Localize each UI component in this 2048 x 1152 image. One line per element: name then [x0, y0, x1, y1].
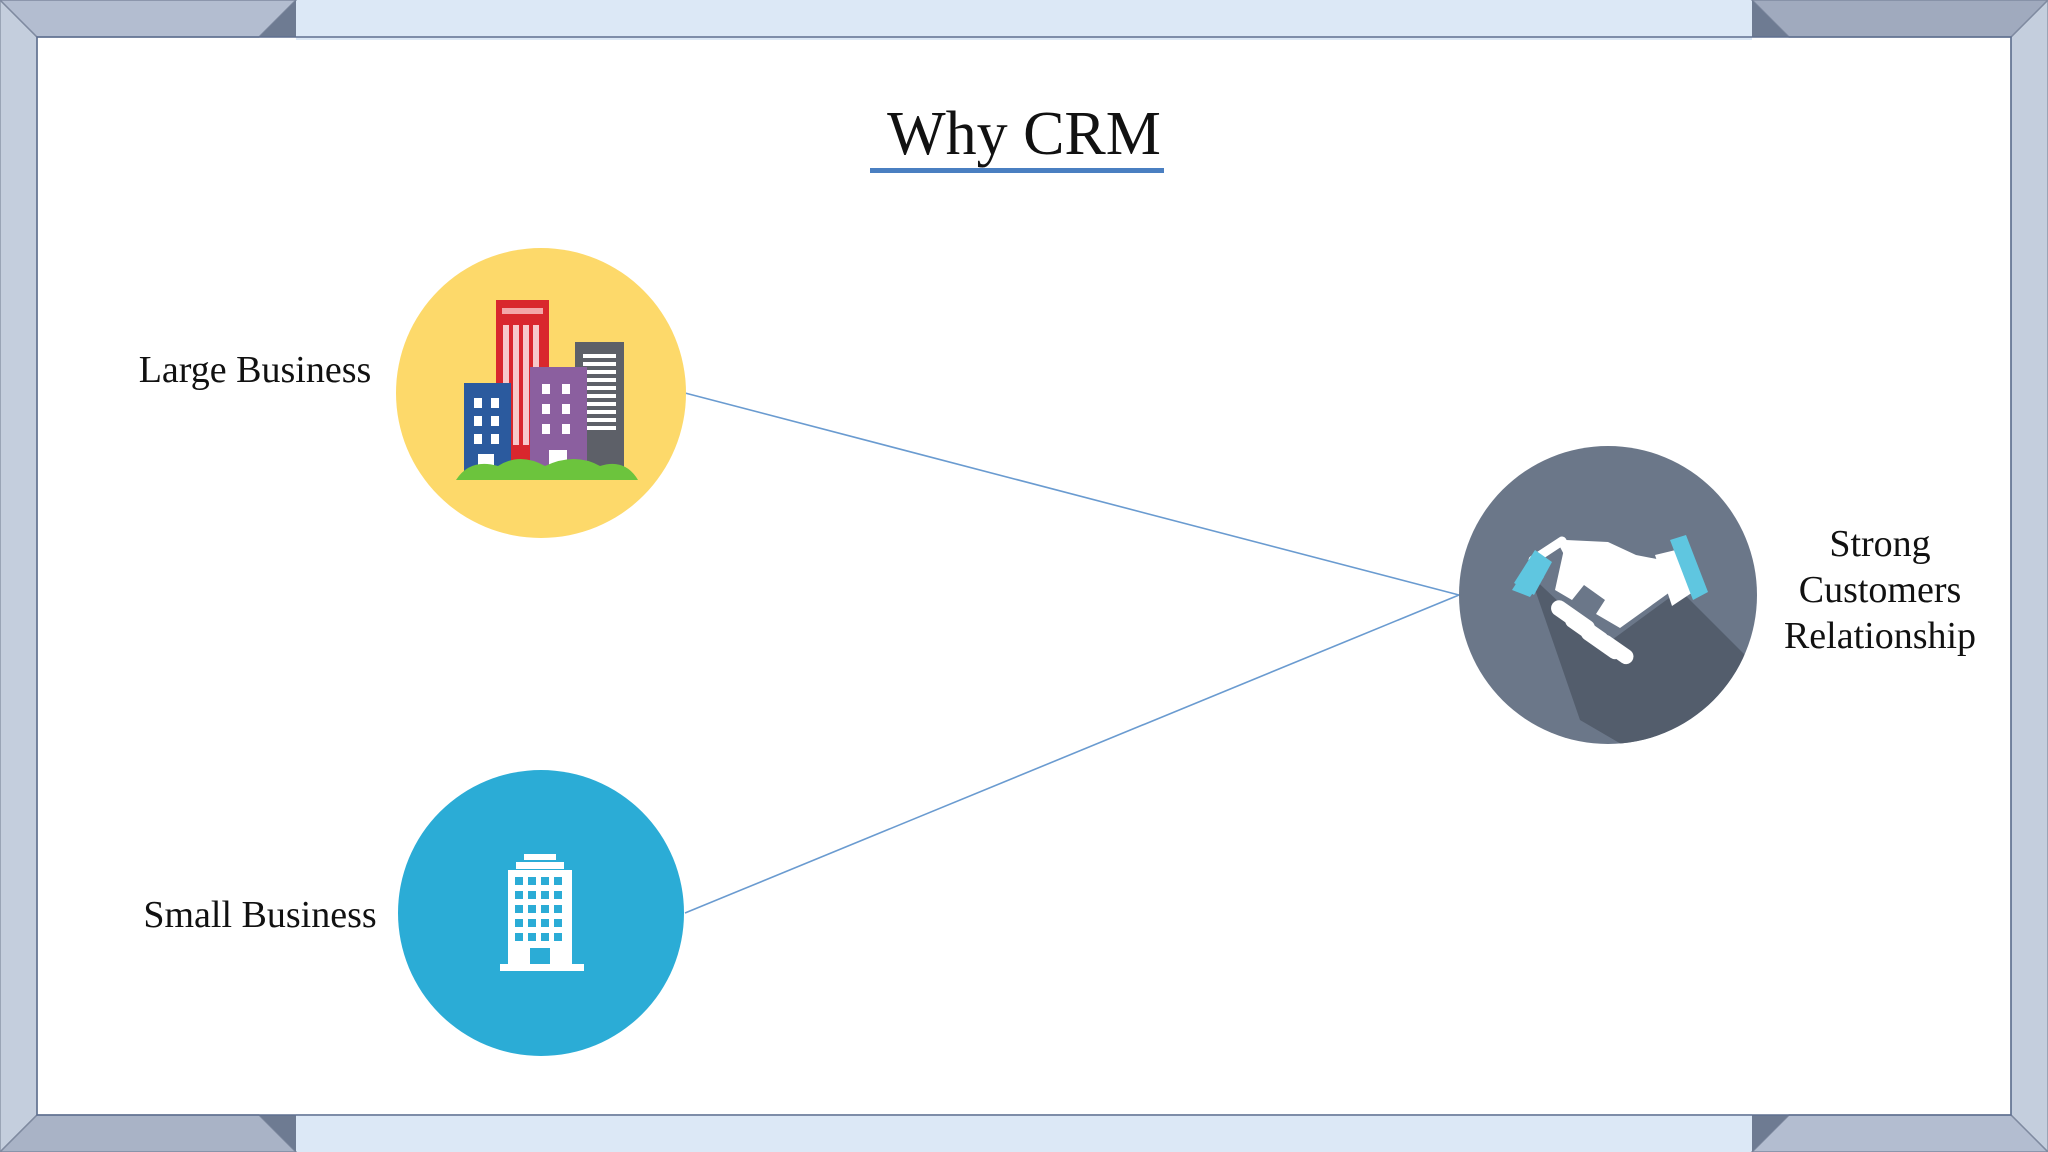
relationship-label: Strong Customers Relationship [1760, 521, 2000, 659]
frame-left-side [0, 0, 38, 1152]
relationship-label-line: Customers [1798, 569, 1962, 611]
handshake-icon [1512, 535, 1708, 665]
frame-top-right-corner-shade [1752, 0, 1789, 37]
small-business-node [398, 770, 684, 1056]
large-business-label: Large Business [138, 349, 372, 391]
frame-bottom-left-corner [0, 1114, 298, 1152]
frame-top-right-corner [1750, 0, 2048, 38]
frame-top-left-corner-shade [259, 0, 296, 37]
large-business-node [396, 248, 686, 538]
connector-small-to-relationship [684, 594, 1460, 914]
frame-bottom-right-corner [1750, 1114, 2048, 1152]
relationship-label-line: Relationship [1783, 615, 1977, 657]
frame-bottom-right-corner-shade [1752, 1115, 1789, 1152]
office-building-icon [500, 854, 584, 971]
frame-bottom-left-corner-shade [259, 1115, 296, 1152]
city-buildings-icon [456, 300, 638, 480]
title-underline [870, 168, 1164, 173]
slide-title: Why CRM [887, 100, 1161, 168]
relationship-node [1459, 446, 1757, 744]
frame-top-left-corner [0, 0, 298, 38]
small-business-label: Small Business [143, 894, 377, 936]
frame-top-bar [296, 0, 1752, 40]
frame-right-side [2010, 0, 2048, 1152]
relationship-label-line: Strong [1829, 523, 1931, 565]
frame-bottom-bar [296, 1114, 1752, 1152]
connector-large-to-relationship [684, 392, 1460, 596]
frame-inner-border [36, 36, 2012, 1116]
